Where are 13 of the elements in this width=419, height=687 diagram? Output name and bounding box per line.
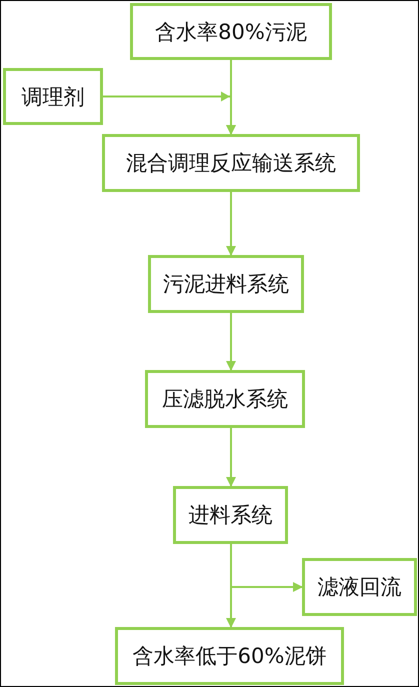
process-box: 混合调理反应输送系统 <box>102 134 360 192</box>
process-box: 含水率低于60%泥饼 <box>115 627 344 685</box>
process-box: 污泥进料系统 <box>148 255 304 313</box>
arrow <box>226 313 236 371</box>
arrow <box>226 428 236 487</box>
process-box: 压滤脱水系统 <box>145 370 305 428</box>
process-box: 滤液回流 <box>302 558 417 616</box>
process-box: 含水率80%污泥 <box>130 3 332 60</box>
process-box: 调理剂 <box>3 68 103 125</box>
arrow <box>226 544 236 628</box>
process-box: 进料系统 <box>173 486 288 544</box>
arrow <box>226 192 236 256</box>
arrow <box>103 92 236 135</box>
